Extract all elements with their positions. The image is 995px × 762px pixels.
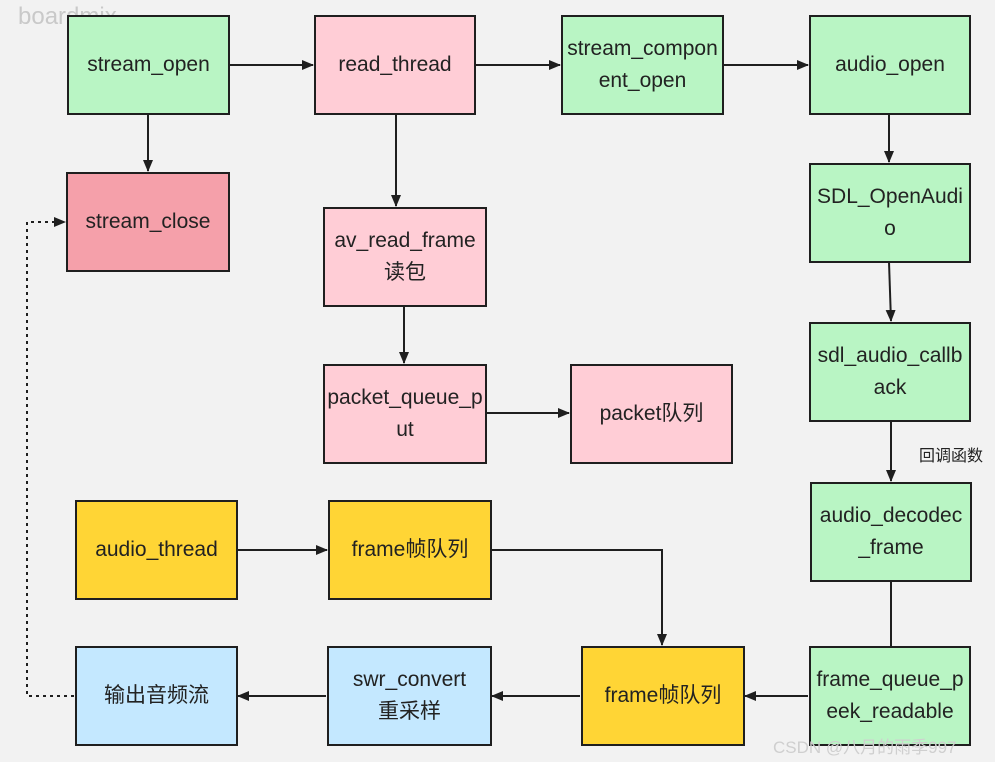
node-read-thread: read_thread <box>314 15 476 115</box>
node-stream-open: stream_open <box>67 15 230 115</box>
node-sdl-audio-callback: sdl_audio_callback <box>809 322 971 422</box>
node-stream-close: stream_close <box>66 172 230 272</box>
node-frame-queue-1: frame帧队列 <box>328 500 492 600</box>
node-audio-decode-frame: audio_decodec_frame <box>810 482 972 582</box>
callback-label: 回调函数 <box>919 448 984 465</box>
node-packet-queue-put: packet_queue_put <box>323 364 487 464</box>
node-stream-component-open: stream_component_open <box>561 15 724 115</box>
node-frame-queue-2: frame帧队列 <box>581 646 745 746</box>
arrow-frame-queue-to-frame-queue <box>492 549 667 646</box>
node-swr-convert: swr_convert 重采样 <box>327 646 492 746</box>
node-av-read-frame: av_read_frame 读包 <box>323 207 487 307</box>
node-sdl-openaudio: SDL_OpenAudio <box>809 163 971 263</box>
node-audio-thread: audio_thread <box>75 500 238 600</box>
arrow-sdl-openaudio-to-callback <box>885 261 896 322</box>
node-output-audio-stream: 输出音频流 <box>75 646 238 746</box>
dotted-arrow-output-to-close <box>26 217 74 697</box>
node-audio-open: audio_open <box>809 15 971 115</box>
csdn-watermark: CSDN @八月的雨季997 <box>773 738 957 757</box>
node-frame-queue-peek-readable: frame_queue_peek_readable <box>809 646 971 746</box>
node-packet-queue: packet队列 <box>570 364 733 464</box>
